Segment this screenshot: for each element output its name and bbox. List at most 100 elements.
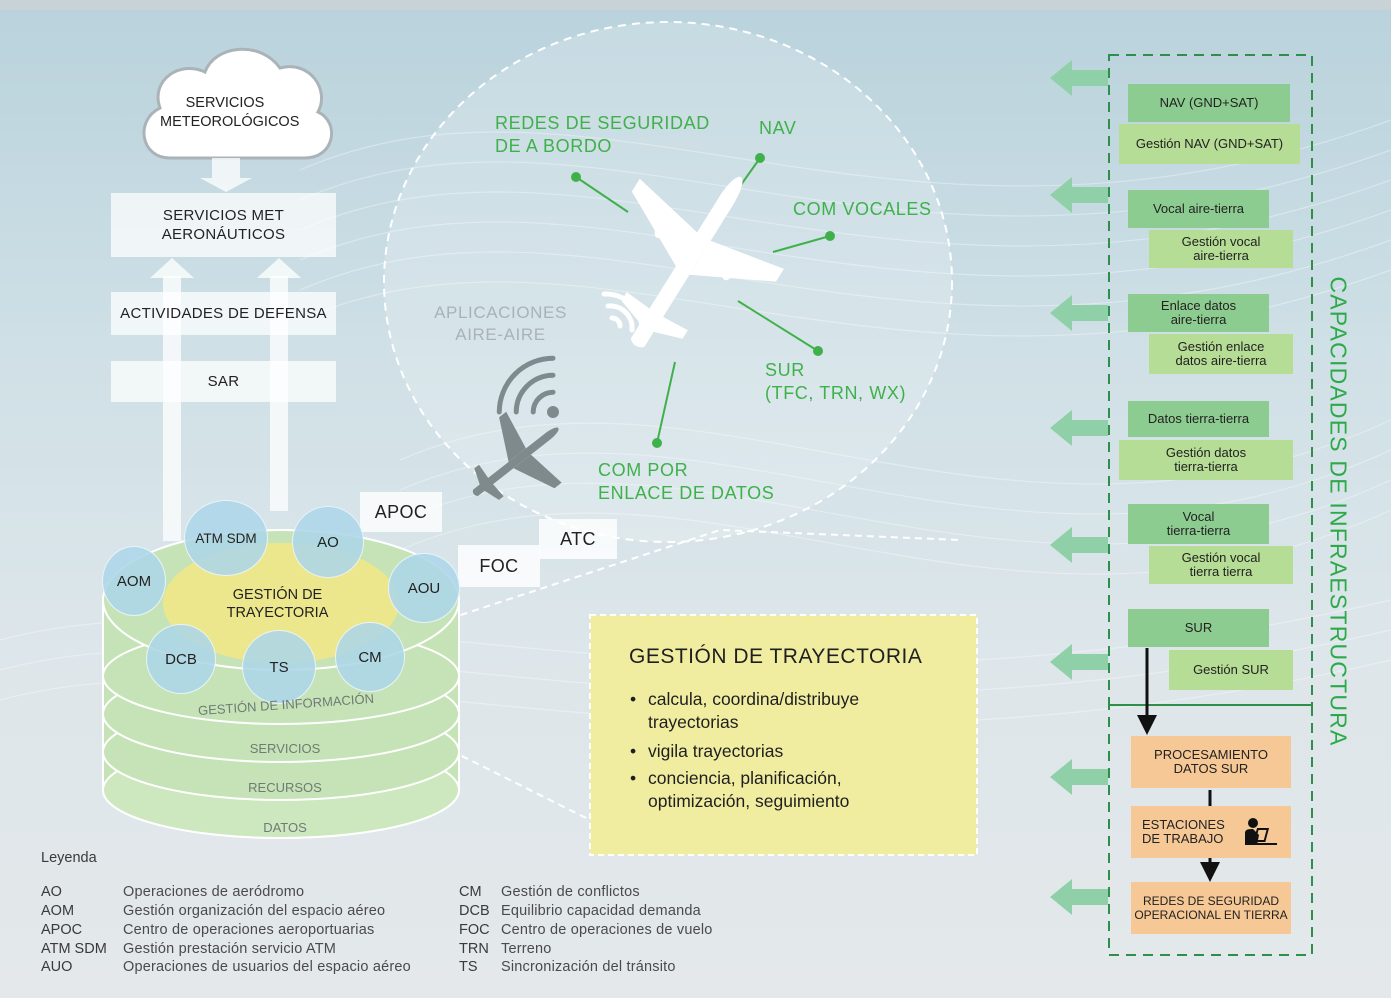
legend-abbr: AOM <box>41 903 75 919</box>
line: DE TRABAJO <box>1142 831 1224 846</box>
line: tierra-tierra <box>1174 459 1238 474</box>
legend-desc: Sincronización del tránsito <box>501 959 676 975</box>
nav-label: NAV <box>759 118 797 138</box>
trayectoria-box-bg <box>589 614 978 856</box>
line: Gestión enlace <box>1177 338 1265 354</box>
line: REDES DE SEGURIDAD <box>1142 893 1280 908</box>
estaciones-text: ESTACIONES DE TRABAJO <box>1142 816 1225 847</box>
actividades-defensa-box: ACTIVIDADES DE DEFENSA <box>111 292 336 335</box>
wireless-signal-icon <box>601 291 645 335</box>
infra-gestion-datos-tierra: Gestión datos tierra-tierra <box>1119 440 1293 480</box>
aire-aire-line1: APLICACIONES <box>434 303 567 322</box>
bullet-text: vigila trayectorias <box>648 741 784 761</box>
sur-line2: (TFC, TRN, WX) <box>765 383 907 403</box>
layer-recursos: RECURSOS <box>248 780 322 795</box>
bullet-text: optimización, seguimiento <box>648 791 850 811</box>
legend-abbr: APOC <box>41 922 83 938</box>
legend-desc: Centro de operaciones aeroportuarias <box>123 922 375 938</box>
bullet-text: trayectorias <box>648 712 739 732</box>
legend-abbr: CM <box>459 884 482 900</box>
servicios-met-aeronauticos-box: SERVICIOS MET AERONÁUTICOS <box>111 193 336 257</box>
bullet-text: calcula, coordina/distribuye <box>648 689 860 709</box>
trayectoria-bullet: • conciencia, planificación,optimización… <box>630 768 850 811</box>
line: Vocal <box>1182 508 1215 524</box>
legend-desc: Gestión de conflictos <box>501 884 640 900</box>
legend-abbr: ATM SDM <box>41 941 107 957</box>
redes-seguridad-operacional-tierra: REDES DE SEGURIDAD OPERACIONAL EN TIERRA <box>1131 882 1291 934</box>
estaciones-de-trabajo: ESTACIONES DE TRABAJO <box>1131 806 1291 858</box>
legend-abbr: AO <box>41 884 62 900</box>
node-ao: AO <box>292 506 364 578</box>
cloud-label-line1: SERVICIOS <box>185 95 265 111</box>
com-vocales-dot <box>825 231 835 241</box>
procesamiento-datos-sur: PROCESAMIENTO DATOS SUR <box>1131 736 1291 788</box>
infra-vocal-aire-tierra: Vocal aire-tierra <box>1128 190 1269 228</box>
servicios-met-line1: SERVICIOS MET <box>162 207 285 224</box>
infra-vertical-title-wrap: CAPACIDADES DE INFRAESTRUCTURA <box>1321 226 1355 796</box>
left-arrow-icon <box>1050 60 1108 915</box>
atc-tag: ATC <box>539 519 617 559</box>
sur-dot <box>813 346 823 356</box>
line: DATOS SUR <box>1173 761 1249 776</box>
cloud-icon <box>142 47 334 160</box>
redes-line1: REDES DE SEGURIDAD <box>495 113 710 133</box>
core-line2: TRAYECTORIA <box>226 605 329 621</box>
legend-desc: Operaciones de aeródromo <box>123 884 305 900</box>
legend-desc: Equilibrio capacidad demanda <box>501 903 701 919</box>
line: PROCESAMIENTO <box>1154 746 1268 762</box>
aire-aire-line2: AIRE-AIRE <box>455 325 546 344</box>
infra-gestion-sur: Gestión SUR <box>1169 650 1293 690</box>
workstation-user-icon <box>1244 818 1277 845</box>
trayectoria-title: GESTIÓN DE TRAYECTORIA <box>629 645 923 668</box>
infra-gestion-vocal-tierra: Gestión vocal tierra tierra <box>1149 546 1293 584</box>
gestion-trayectoria-core: GESTIÓN DE TRAYECTORIA <box>210 586 345 622</box>
line: Gestión datos <box>1165 444 1247 460</box>
nav-dot <box>755 153 765 163</box>
line: Enlace datos <box>1160 297 1237 313</box>
legend-abbr: FOC <box>459 922 490 938</box>
line: aire-tierra <box>1193 248 1249 263</box>
infra-datos-tierra-tierra: Datos tierra-tierra <box>1128 401 1269 437</box>
line: Gestión vocal <box>1181 233 1261 249</box>
infra-nav-gnd-sat: NAV (GND+SAT) <box>1128 84 1290 122</box>
legend-desc: Operaciones de usuarios del espacio aére… <box>123 959 411 975</box>
airplane-small-icon <box>472 411 562 500</box>
node-atm-sdm: ATM SDM <box>184 500 268 576</box>
line: datos aire-tierra <box>1175 353 1267 368</box>
legend-abbr: TRN <box>459 941 489 957</box>
line: ESTACIONES <box>1142 816 1225 832</box>
line: aire-tierra <box>1170 312 1227 327</box>
redes-seguridad-a-bordo-label: REDES DE SEGURIDAD DE A BORDO <box>495 112 710 158</box>
legend-abbr: DCB <box>459 903 490 919</box>
redes-dot <box>571 172 581 182</box>
line: tierra tierra <box>1189 564 1253 579</box>
legend-abbr: AUO <box>41 959 73 975</box>
redes-line2: DE A BORDO <box>495 136 613 156</box>
wireless-signal-icon-2 <box>496 355 556 415</box>
com-enlace-datos-label: COM POR ENLACE DE DATOS <box>598 459 774 505</box>
legend-desc: Centro de operaciones de vuelo <box>501 922 713 938</box>
cloud-label: SERVICIOS METEOROLÓGICOS <box>160 94 300 132</box>
bullet-text: conciencia, planificación, <box>648 768 842 788</box>
cloud-label-line2: METEOROLÓGICOS <box>160 114 300 130</box>
layer-datos: DATOS <box>263 820 307 835</box>
node-ts: TS <box>242 630 316 704</box>
infra-vertical-title: CAPACIDADES DE INFRAESTRUCTURA <box>1325 275 1352 747</box>
legend-desc: Gestión prestación servicio ATM <box>123 941 337 957</box>
line: OPERACIONAL EN TIERRA <box>1134 908 1288 922</box>
sur-line1: SUR <box>765 360 805 380</box>
legend-desc: Terreno <box>501 941 552 957</box>
com-vocales-label: COM VOCALES <box>793 199 932 219</box>
infra-gestion-nav: Gestión NAV (GND+SAT) <box>1119 124 1300 164</box>
core-line1: GESTIÓN DE <box>232 587 323 603</box>
actividades-defensa-label: ACTIVIDADES DE DEFENSA <box>120 305 327 322</box>
infra-gestion-vocal-aire-tierra: Gestión vocal aire-tierra <box>1149 230 1293 268</box>
servicios-met-line2: AERONÁUTICOS <box>161 226 286 243</box>
line: Gestión vocal <box>1181 549 1261 565</box>
com-datos-dot <box>652 438 662 448</box>
node-aom: AOM <box>102 546 166 616</box>
